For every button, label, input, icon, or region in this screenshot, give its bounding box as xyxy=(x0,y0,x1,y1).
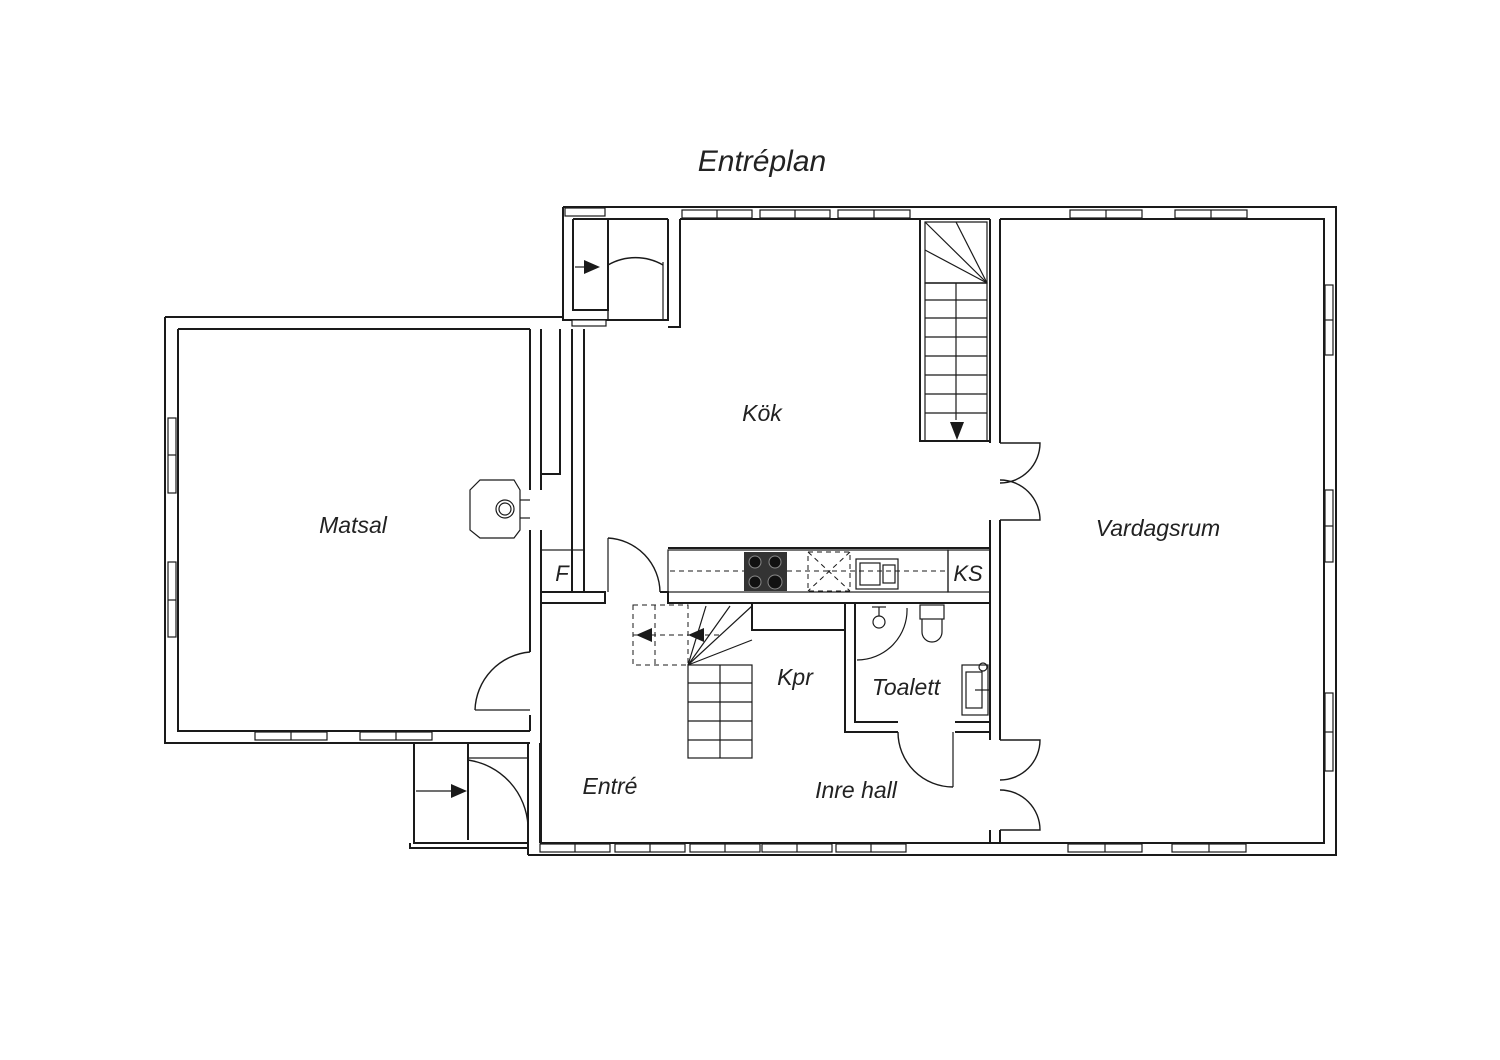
entry-arrow-icon xyxy=(584,260,600,274)
kitchen-sink-icon xyxy=(855,558,899,590)
room-label-inre-hall: Inre hall xyxy=(815,777,898,803)
room-label-matsal: Matsal xyxy=(319,512,388,538)
stair-arrow-right-icon xyxy=(688,628,704,642)
toilet-fixtures xyxy=(856,604,990,716)
staircase-upper xyxy=(924,221,988,442)
fireplace-icon xyxy=(469,479,530,539)
exterior-walls xyxy=(164,206,1337,856)
room-label-toalett: Toalett xyxy=(872,674,942,700)
windows xyxy=(167,207,1334,853)
staircase-lower xyxy=(632,604,753,759)
kitchen-counter xyxy=(540,549,991,593)
fixture-label-fridge: F xyxy=(555,561,570,586)
room-label-vardagsrum: Vardagsrum xyxy=(1096,515,1220,541)
room-label-kpr: Kpr xyxy=(777,664,814,690)
porch-arrow-icon xyxy=(451,784,467,798)
toilet-bowl-icon xyxy=(921,619,943,643)
room-label-kok: Kök xyxy=(742,400,783,426)
shower-icon xyxy=(872,615,886,629)
stair-arrow-icon xyxy=(950,422,964,440)
toilet-tank-icon xyxy=(919,604,945,620)
doors xyxy=(467,256,1041,831)
fixture-label-ks: KS xyxy=(953,561,983,586)
stair-arrow-left-icon xyxy=(636,628,652,642)
interior-walls xyxy=(540,219,1001,852)
room-label-entre: Entré xyxy=(583,773,638,799)
plan-title: Entréplan xyxy=(698,145,826,178)
